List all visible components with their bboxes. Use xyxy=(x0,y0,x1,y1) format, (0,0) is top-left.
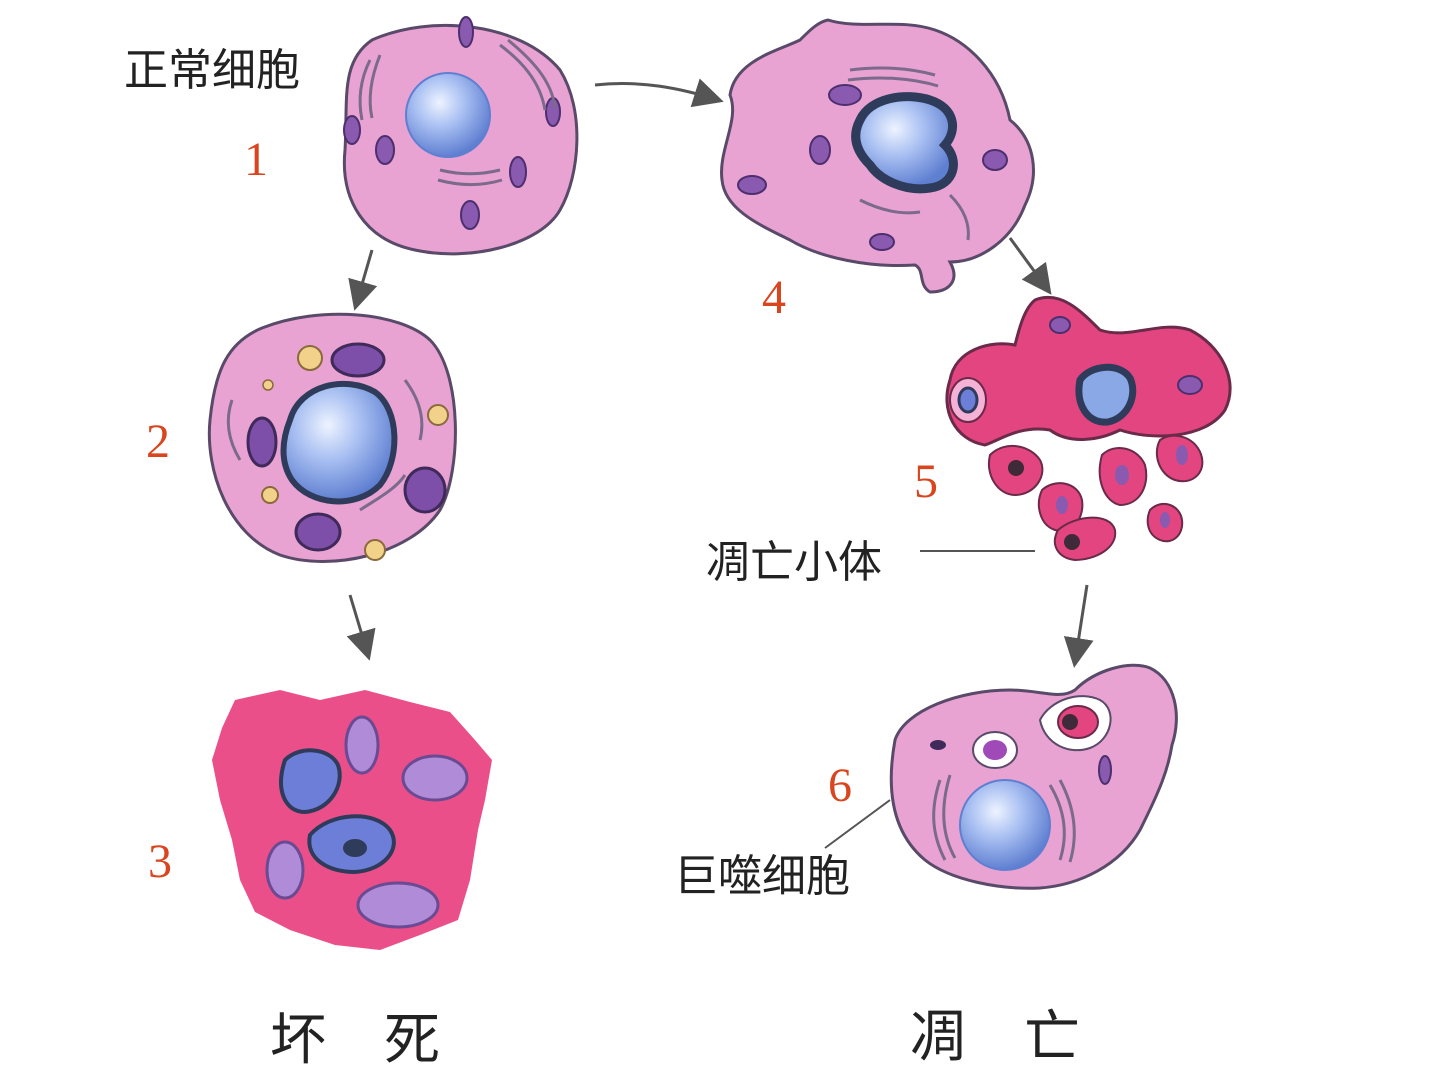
swelling-cell-2 xyxy=(207,312,457,563)
arrow-1-to-4 xyxy=(594,78,724,108)
macrophage-cell-6 xyxy=(889,663,1178,890)
stage-number-4: 4 xyxy=(762,271,786,324)
arrow-2-to-3 xyxy=(346,594,376,661)
apoptosis-caption: 凋亡 xyxy=(910,1005,1138,1070)
macrophage-leader-line xyxy=(824,799,891,849)
leader-lines xyxy=(824,550,1035,849)
stage-number-1: 1 xyxy=(244,133,268,186)
necrotic-cell-3 xyxy=(212,690,492,950)
arrows xyxy=(346,78,1094,668)
apoptotic-cell-4 xyxy=(720,18,1035,294)
stage-number-3: 3 xyxy=(148,835,172,888)
fragmenting-cell-5 xyxy=(945,295,1232,562)
necrosis-caption: 坏死 xyxy=(270,1008,498,1073)
stage-number-5: 5 xyxy=(914,455,938,508)
arrow-1-to-2 xyxy=(348,249,378,311)
arrow-4-to-5 xyxy=(1008,237,1052,295)
normal-cell-1 xyxy=(342,16,579,256)
stage-number-2: 2 xyxy=(146,415,170,468)
stage-number-6: 6 xyxy=(828,759,852,812)
normal-cell-label: 正常细胞 xyxy=(124,45,300,96)
apoptotic-body-label: 凋亡小体 xyxy=(706,537,882,588)
arrow-5-to-6 xyxy=(1063,584,1094,668)
macrophage-label: 巨噬细胞 xyxy=(674,851,850,902)
